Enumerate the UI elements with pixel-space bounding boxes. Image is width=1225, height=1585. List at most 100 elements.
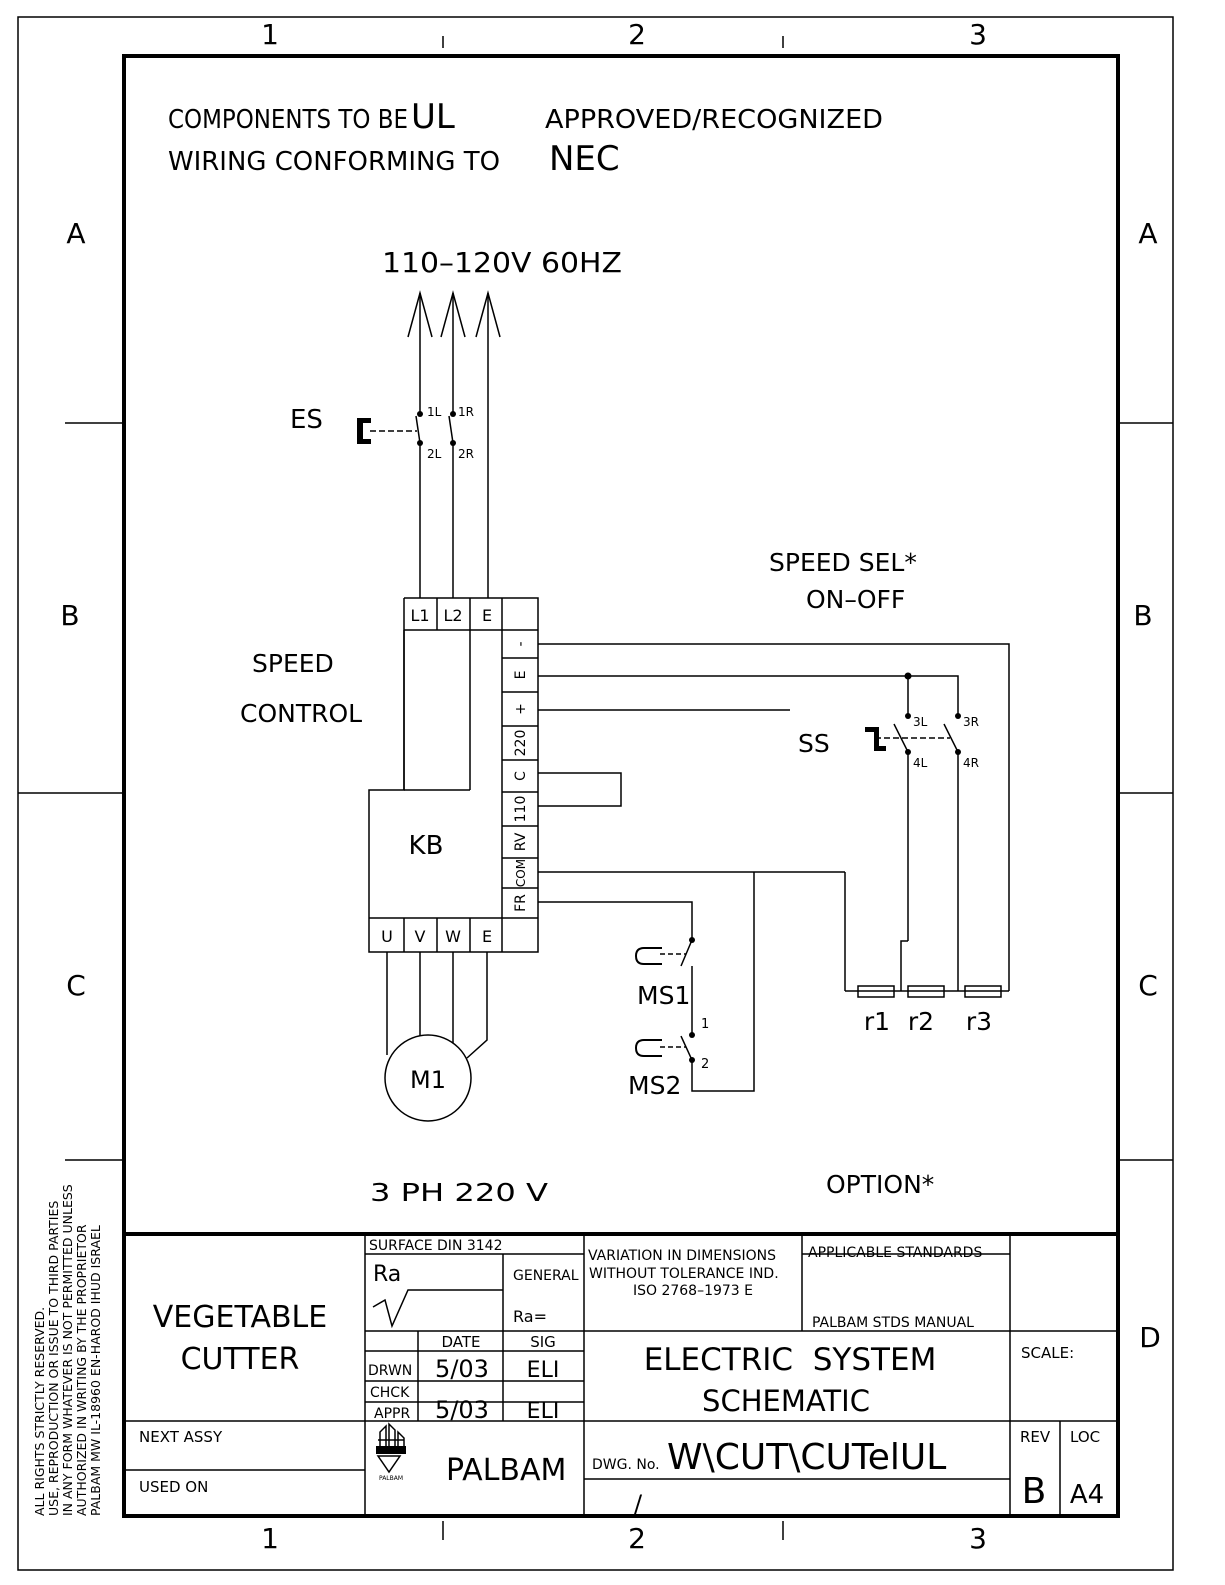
side-note-line-2: USE, REPRODUCTION OR ISSUE TO THIRD PART…	[46, 1201, 61, 1516]
scale-label: SCALE:	[1021, 1344, 1074, 1362]
side-note-line-1: ALL RIGHTS STRICTLY RESERVED.	[32, 1307, 47, 1516]
note-ul-mark: UL	[411, 97, 455, 137]
dwg-sub-number: /	[634, 1490, 643, 1518]
drawing-title-1: ELECTRIC SYSTEM	[644, 1342, 937, 1378]
dwg-no-label: DWG. No.	[592, 1457, 660, 1473]
appr-sig: ELI	[527, 1399, 560, 1424]
ms-contact-2: 2	[701, 1057, 709, 1072]
speed-sel-label: SPEED SEL*	[769, 548, 917, 577]
zone-row-b-left: B	[60, 599, 79, 632]
surface-label: SURFACE DIN 3142	[369, 1238, 503, 1254]
drwn-sig: ELI	[527, 1358, 560, 1383]
ms2-label: MS2	[628, 1071, 681, 1100]
variation-line-3: ISO 2768–1973 E	[633, 1283, 753, 1299]
speed-sel-onoff: ON–OFF	[806, 585, 905, 614]
general-notes: COMPONENTS TO BE UL APPROVED/RECOGNIZED …	[168, 97, 883, 179]
rev-value: B	[1022, 1471, 1047, 1512]
drwn-label: DRWN	[368, 1363, 412, 1379]
kb-label: KB	[409, 831, 444, 861]
terminal-u: U	[381, 927, 393, 946]
zone-labels: 1 2 3 1 2 3 A B C A B C D	[60, 18, 1160, 1555]
ss-contact-3l: 3L	[913, 715, 928, 729]
es-contact-2r: 2R	[458, 447, 474, 461]
terminal-com: COM	[514, 859, 528, 887]
control-wiring	[538, 772, 845, 1092]
date-header: DATE	[441, 1333, 480, 1351]
note-approved: APPROVED/RECOGNIZED	[545, 105, 883, 135]
zone-col-2-bottom: 2	[628, 1522, 646, 1555]
chck-label: CHCK	[370, 1385, 410, 1401]
ss-contact-3r: 3R	[963, 715, 979, 729]
zone-col-1-top: 1	[261, 18, 279, 51]
palbam-stds-manual: PALBAM STDS MANUAL	[812, 1315, 974, 1331]
rights-reserved-note: ALL RIGHTS STRICTLY RESERVED. USE, REPRO…	[32, 1184, 103, 1516]
es-contact-1r: 1R	[458, 405, 474, 419]
side-note-line-4: AUTHORIZED IN WRITING BY THE PROPRIETOR	[74, 1224, 89, 1516]
es-contact-1l: 1L	[427, 405, 442, 419]
palbam-logo-icon: PALBAM	[376, 1422, 406, 1482]
es-contact-2l: 2L	[427, 447, 442, 461]
appr-date: 5/03	[435, 1396, 489, 1424]
ss-label: SS	[798, 729, 830, 758]
general-label: GENERAL	[513, 1268, 579, 1284]
loc-value: A4	[1070, 1480, 1104, 1510]
terminal-l2: L2	[443, 606, 462, 625]
resistor-r3: r3	[966, 1007, 992, 1036]
terminal-e-side: E	[513, 671, 529, 680]
terminal-c: C	[513, 771, 529, 781]
kb-controller-outline	[368, 597, 539, 953]
zone-row-a-right: A	[1138, 217, 1157, 250]
product-name-2: CUTTER	[181, 1342, 300, 1377]
terminal-110: 110	[513, 796, 529, 823]
drawing-border	[17, 16, 1174, 1571]
zone-row-a-left: A	[66, 217, 85, 250]
motor-label: M1	[410, 1066, 446, 1094]
resistor-network	[844, 872, 1009, 998]
ss-selector-handle-icon	[865, 727, 886, 751]
sig-header: SIG	[530, 1333, 556, 1351]
note-components-prefix: COMPONENTS TO BE	[168, 105, 408, 135]
zone-col-1-bottom: 1	[261, 1522, 279, 1555]
product-name-1: VEGETABLE	[153, 1300, 327, 1335]
variation-line-2: WITHOUT TOLERANCE IND.	[589, 1266, 779, 1282]
zone-row-c-left: C	[66, 969, 86, 1002]
drwn-date: 5/03	[435, 1355, 489, 1383]
resistor-r1: r1	[864, 1007, 890, 1036]
terminal-fr: FR	[513, 894, 529, 912]
speed-selector-wiring	[538, 643, 1010, 991]
resistor-r2: r2	[908, 1007, 934, 1036]
note-wiring: WIRING CONFORMING TO	[168, 147, 500, 177]
ra-equals-label: Ra=	[513, 1307, 547, 1326]
ms2-magnet-icon	[634, 1039, 662, 1057]
drawing-title-2: SCHEMATIC	[702, 1384, 870, 1418]
motor-wires	[386, 952, 488, 1059]
speed-control-label-2: CONTROL	[240, 699, 362, 728]
terminal-rv: RV	[513, 832, 529, 851]
terminal-l1: L1	[410, 606, 429, 625]
terminal-e-bottom: E	[482, 927, 492, 946]
next-assy-label: NEXT ASSY	[139, 1428, 223, 1446]
zone-row-d-right: D	[1139, 1321, 1161, 1354]
applicable-standards-label: APPLICABLE STANDARDS	[808, 1245, 982, 1261]
side-terminal-labels: - E + 220 C 110 RV COM FR	[513, 641, 529, 911]
logo-wordmark: PALBAM	[379, 1475, 403, 1482]
terminal-220: 220	[513, 730, 529, 757]
supply-label: 110–120V 60HZ	[382, 246, 622, 279]
appr-label: APPR	[374, 1406, 410, 1422]
ms1-label: MS1	[637, 981, 690, 1010]
option-label: OPTION*	[826, 1170, 934, 1199]
ra-symbol-label: Ra	[373, 1262, 401, 1287]
zone-row-b-right: B	[1133, 599, 1152, 632]
rev-label: REV	[1020, 1428, 1051, 1446]
motor-symbol	[384, 1034, 472, 1122]
zone-row-c-right: C	[1138, 969, 1158, 1002]
title-block-grid	[124, 1232, 1118, 1516]
terminal-w: W	[445, 927, 461, 946]
zone-col-2-top: 2	[628, 18, 646, 51]
side-note-line-5: PALBAM MW IL-18960 EN-HAROD IHUD ISRAEL	[88, 1225, 103, 1516]
ms1-magnet-icon	[634, 947, 662, 965]
variation-line-1: VARIATION IN DIMENSIONS	[588, 1248, 776, 1264]
es-label: ES	[290, 405, 323, 435]
es-contacts	[415, 411, 456, 446]
speed-control-label-1: SPEED	[252, 649, 334, 678]
